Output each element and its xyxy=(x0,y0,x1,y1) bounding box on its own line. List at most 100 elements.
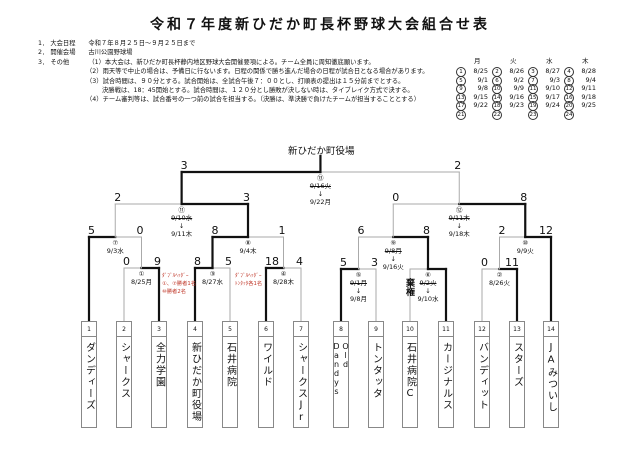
game-date: 9/16 xyxy=(509,92,524,101)
match-number: ⑦ xyxy=(112,239,119,247)
match-date: 9/3水 xyxy=(106,247,124,255)
info-block: 1． 大会日程令和７年８月２５日～９月２５日まで 2． 開催会場古川公園野球場 … xyxy=(38,39,429,105)
match-number: ② xyxy=(496,271,503,279)
game-date: 8/26 xyxy=(509,67,524,75)
postponed-date: 9/11木 xyxy=(448,214,470,222)
team-name: シャークス xyxy=(118,342,130,400)
red-note-line: ﾀﾞﾌﾞﾙﾍｯﾀﾞｰ xyxy=(235,273,262,279)
score-left: 0 xyxy=(392,191,400,204)
score-left: 2 xyxy=(498,224,506,237)
info-num: 1． xyxy=(38,40,49,47)
team-number: 2 xyxy=(116,321,132,337)
match-number: ⑪ xyxy=(178,206,185,214)
team-name-box: カージナルス xyxy=(438,337,454,428)
team-name: JAみついし xyxy=(545,342,557,413)
arrow-down-icon: ↓ xyxy=(390,255,396,263)
note: （2）雨天等で中止の場合は、予備日に行ないます。日程の関係で勝ち進んだ場合の日程… xyxy=(86,68,429,76)
score-left: 0 xyxy=(123,255,130,268)
match-number: ⑩ xyxy=(522,239,529,247)
schedule-cell: 22 xyxy=(492,110,524,120)
team-name: ダンディーズ xyxy=(83,342,95,411)
team-name: Old Dandys xyxy=(332,342,350,396)
match-date: 9/16火 xyxy=(382,263,404,271)
page-title: 令和７年度新ひだか町長杯野球大会組合せ表 xyxy=(150,17,490,33)
team-name-box: JAみついし xyxy=(543,337,559,428)
info-value: （1）本大会は、新ひだか町長杯静内地区野球大会開催要項による。チーム全員に周知徹… xyxy=(88,58,375,66)
match-number: ③ xyxy=(209,270,216,278)
team-name-box: シャークスJr xyxy=(293,337,309,428)
team-name: 全力学園 xyxy=(153,342,165,388)
info-label: その他 xyxy=(50,58,70,66)
team-name-box: バンディット xyxy=(474,337,490,428)
game-date: 9/2 xyxy=(513,75,524,84)
game-date: 9/11 xyxy=(581,84,596,93)
score-left: 5 xyxy=(88,224,95,237)
red-note-line: ﾀﾞﾌﾞﾙﾍｯﾀﾞｰ xyxy=(162,273,189,279)
score-right: 8 xyxy=(520,191,528,204)
team-name-box: Old Dandys xyxy=(332,337,350,428)
team-number: 11 xyxy=(438,321,454,337)
score-right: 9 xyxy=(154,255,161,268)
weekday-header: 月 xyxy=(474,57,481,65)
game-date: 8/25 xyxy=(473,67,488,75)
team-number: 10 xyxy=(402,321,418,337)
game-date: 9/23 xyxy=(509,101,524,110)
schedule-cell: 24 xyxy=(564,110,596,120)
game-date: 9/22 xyxy=(473,101,488,110)
team-name-box: 石井病院 xyxy=(222,337,238,428)
team-name-box: ダンディーズ xyxy=(81,337,97,428)
schedule-cell: 21 xyxy=(456,110,488,120)
score-right: 5 xyxy=(225,255,232,268)
arrow-down-icon: ↓ xyxy=(355,287,362,295)
note: （4）チーム審判等は、試合番号の一つ前の試合を担当する。（決勝は、準決勝で負けた… xyxy=(86,96,421,104)
team-name: シャークスJr xyxy=(295,342,307,425)
red-note-doubleheader: ﾀﾞﾌﾞﾙﾍｯﾀﾞｰ ①、⑦勝者1名 ⑩勝者2名 xyxy=(162,272,196,296)
schedule-cell: 23 xyxy=(528,110,560,120)
team-name-box: 全力学園 xyxy=(151,337,167,428)
score-right: 3 xyxy=(371,256,378,269)
forfeit-mark: 棄権 xyxy=(404,278,414,296)
team-number: 7 xyxy=(293,321,309,337)
info-num: 2． xyxy=(38,49,49,57)
match-date: 9/10水 xyxy=(417,295,439,303)
postponed-date: 9/1月 xyxy=(350,279,367,287)
weekday-header: 火 xyxy=(510,57,517,65)
team-name-box: シャークス xyxy=(116,337,132,428)
match-number: ④ xyxy=(280,270,287,278)
info-label: 大会日程 xyxy=(50,40,76,47)
game-date: 9/1 xyxy=(477,75,488,84)
arrow-down-icon: ↓ xyxy=(456,222,462,230)
team-number: 6 xyxy=(258,321,274,337)
match-date: 9/4木 xyxy=(239,247,257,255)
match-number: ⑨ xyxy=(390,239,397,247)
match-number: ⑫ xyxy=(455,206,463,214)
score-left: 2 xyxy=(114,191,122,204)
match-number: ⑧ xyxy=(245,239,251,247)
team-name: 石井病院C xyxy=(404,342,416,401)
match-number: ⑬ xyxy=(317,174,324,182)
score-right: 1 xyxy=(278,224,286,237)
red-note-doubleheader-2: ﾀﾞﾌﾞﾙﾍｯﾀﾞｰ ﾄﾝﾀｯﾀ各1名 xyxy=(235,272,262,288)
score-right: 2 xyxy=(454,159,462,172)
team-name: 新ひだか町役場 xyxy=(189,342,201,423)
game-date: 9/24 xyxy=(545,101,560,110)
score-right: 11 xyxy=(505,256,519,269)
weekday-header: 水 xyxy=(546,57,553,65)
game-number: 22 xyxy=(492,110,502,120)
team-name-box: ワイルド xyxy=(258,337,274,428)
team-name-box: スターズ xyxy=(509,337,525,428)
team-number: 14 xyxy=(543,321,559,337)
team-number: 4 xyxy=(187,321,203,337)
score-left: 8 xyxy=(194,255,201,268)
team-name: ワイルド xyxy=(260,342,272,388)
